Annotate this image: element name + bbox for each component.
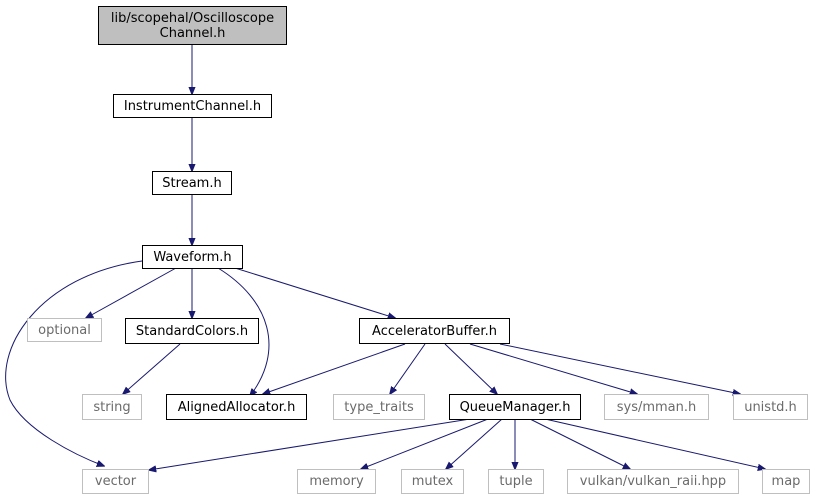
node-vector: vector [82,469,149,494]
edge-acceleratorbuffer-alignedallocator [263,343,406,394]
edge-queuemanager-vulkanraii [529,418,630,469]
edge-acceleratorbuffer-typetraits [390,343,426,394]
edge-acceleratorbuffer-unistd [499,343,740,394]
node-mutex: mutex [401,469,464,494]
node-string: string [82,394,142,420]
edge-queuemanager-memory [361,418,489,469]
edge-standardcolors-string [123,343,181,394]
node-sys-mman-h: sys/mman.h [604,394,709,420]
node-unistd-h: unistd.h [733,394,808,420]
node-queue-manager-h[interactable]: QueueManager.h [449,394,581,420]
edge-queuemanager-vector [149,418,471,470]
edge-waveform-vector [5,260,143,466]
edge-waveform-optional [86,267,177,318]
node-oscilloscope-channel-h: lib/scopehal/Oscilloscope Channel.h [98,6,287,45]
edge-queuemanager-map [544,418,765,469]
node-optional: optional [27,318,102,342]
edge-waveform-alignedallocator [217,267,270,396]
node-type-traits: type_traits [333,394,425,420]
edge-queuemanager-mutex [446,418,503,469]
node-standard-colors-h[interactable]: StandardColors.h [125,318,259,344]
edge-acceleratorbuffer-sysmman [469,343,637,394]
node-instrument-channel-h[interactable]: InstrumentChannel.h [113,94,272,118]
edge-acceleratorbuffer-queuemanager [444,343,497,394]
node-stream-h[interactable]: Stream.h [152,171,232,195]
node-tuple: tuple [488,469,544,494]
node-map: map [762,469,810,494]
node-vulkan-raii-hpp: vulkan/vulkan_raii.hpp [567,469,739,494]
node-waveform-h[interactable]: Waveform.h [142,245,243,269]
node-accelerator-buffer-h[interactable]: AcceleratorBuffer.h [359,318,510,344]
node-memory: memory [297,469,376,494]
edge-waveform-acceleratorbuffer [234,267,395,318]
node-aligned-allocator-h[interactable]: AlignedAllocator.h [166,394,307,420]
